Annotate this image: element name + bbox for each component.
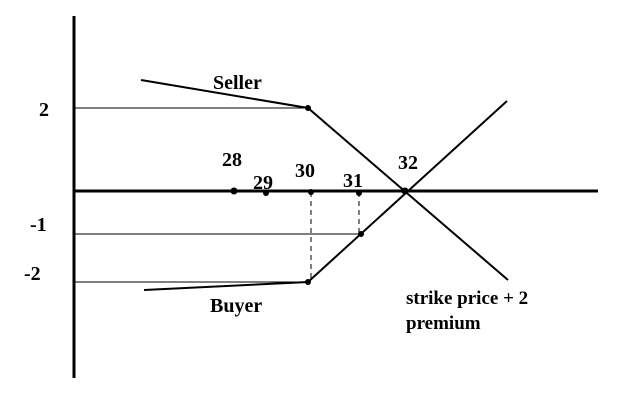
x-label-29: 29: [253, 172, 273, 194]
x-label-32: 32: [398, 152, 418, 174]
x-label-31: 31: [343, 170, 363, 192]
note-line-1: strike price + 2: [406, 288, 528, 309]
point-minus-1: [358, 231, 364, 237]
point-32: [401, 187, 409, 195]
point-30: [308, 189, 314, 195]
seller-label: Seller: [213, 72, 262, 94]
note-line-2: premium: [406, 313, 481, 334]
y-tick-minus-2: -2: [24, 263, 41, 285]
point-28: [230, 187, 238, 195]
point-29: [263, 190, 269, 196]
point-31: [356, 190, 362, 196]
buyer-payoff-line: [143, 100, 508, 291]
buyer-label: Buyer: [210, 295, 262, 317]
seller-payoff-line: [140, 79, 509, 281]
y-tick-minus-1: -1: [30, 214, 47, 236]
x-label-30: 30: [295, 160, 315, 182]
point-buyer-trough: [305, 279, 311, 285]
y-tick-2: 2: [39, 99, 49, 121]
point-seller-peak: [305, 105, 311, 111]
x-label-28: 28: [222, 149, 242, 171]
